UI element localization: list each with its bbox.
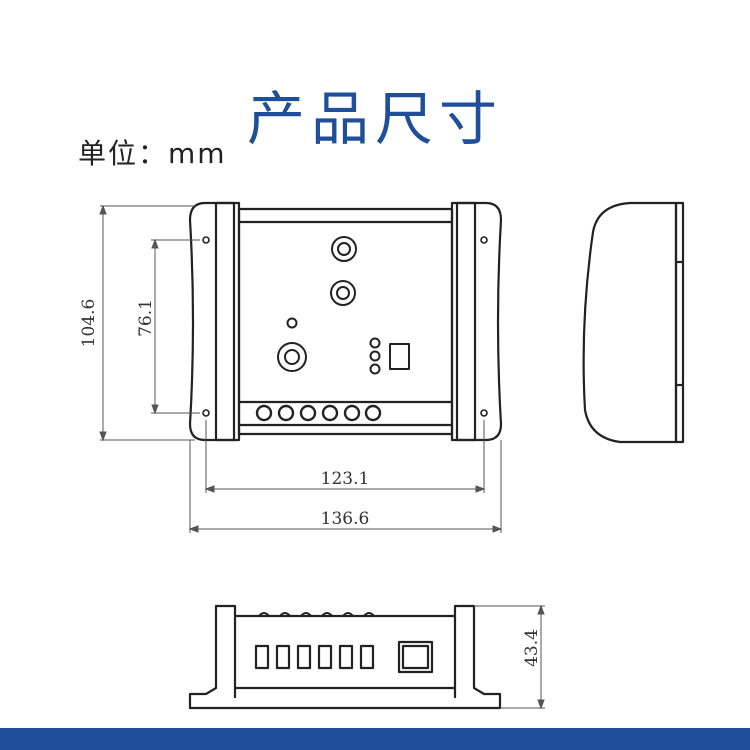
mount-hole <box>480 409 488 417</box>
dim-hole-spacing-horizontal: 123.1 <box>321 469 370 489</box>
dim-total-width: 136.6 <box>321 509 370 529</box>
mount-hole <box>202 409 210 417</box>
dim-hole-spacing-vertical: 76.1 <box>136 299 156 337</box>
dim-total-height: 104.6 <box>79 299 99 348</box>
page-title: 产品尺寸 <box>246 85 503 153</box>
mount-hole <box>202 236 210 244</box>
front-view <box>188 201 503 442</box>
unit-label: 单位：mm <box>78 137 227 170</box>
mount-hole <box>480 236 488 244</box>
side-view <box>582 201 685 444</box>
bottom-view <box>188 604 502 710</box>
bottom-color-bar <box>0 728 750 750</box>
dim-depth: 43.4 <box>522 629 542 667</box>
